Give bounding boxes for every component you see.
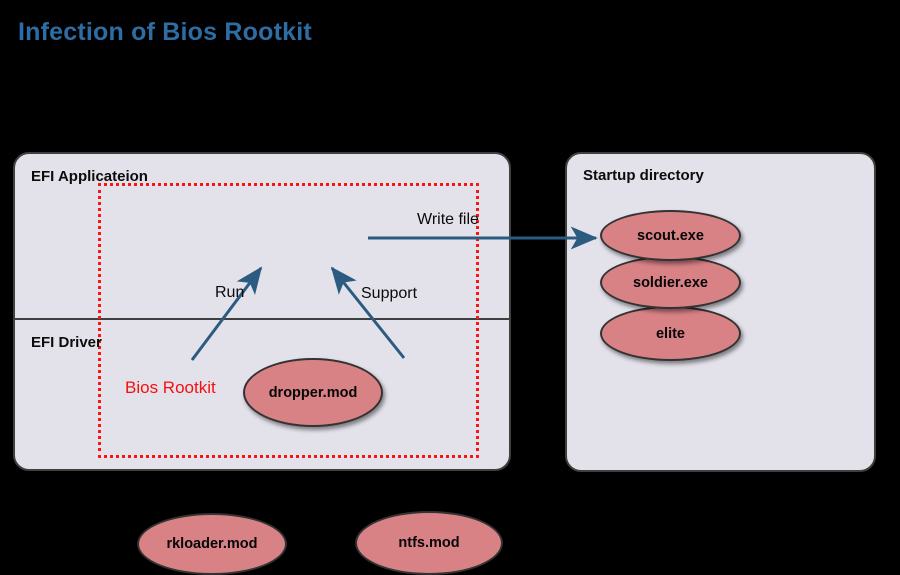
node-soldier-exe-label: soldier.exe <box>633 274 708 291</box>
bios-rootkit-region <box>98 183 479 458</box>
bios-rootkit-label: Bios Rootkit <box>125 378 216 397</box>
page-title: Infection of Bios Rootkit <box>18 18 312 46</box>
node-ntfs-mod[interactable]: ntfs.mod <box>355 511 503 575</box>
startup-directory-panel: Startup directory <box>565 152 876 472</box>
node-scout-exe[interactable]: scout.exe <box>600 210 741 261</box>
node-rkloader-mod-label: rkloader.mod <box>166 536 258 552</box>
efi-panel: EFI Applicateion EFI Driver Bios Rootkit… <box>13 152 511 575</box>
node-dropper-mod[interactable]: dropper.mod <box>243 358 383 427</box>
node-soldier-exe[interactable]: soldier.exe <box>600 256 741 309</box>
edge-support-label: Support <box>361 285 418 302</box>
edge-write-file-label: Write file <box>417 211 479 228</box>
startup-directory-label: Startup directory <box>583 167 704 184</box>
slide-canvas: Infection of Bios Rootkit EFI Applicatei… <box>13 18 876 575</box>
efi-application-label: EFI Applicateion <box>31 168 148 185</box>
node-scout-exe-label: scout.exe <box>637 227 704 244</box>
node-rkloader-mod[interactable]: rkloader.mod <box>137 513 287 575</box>
node-ntfs-mod-label: ntfs.mod <box>398 535 460 551</box>
node-dropper-mod-label: dropper.mod <box>268 384 358 401</box>
node-elite[interactable]: elite <box>600 306 741 361</box>
efi-driver-label: EFI Driver <box>31 334 102 351</box>
node-elite-label: elite <box>655 325 685 342</box>
edge-run-label: Run <box>215 284 245 301</box>
